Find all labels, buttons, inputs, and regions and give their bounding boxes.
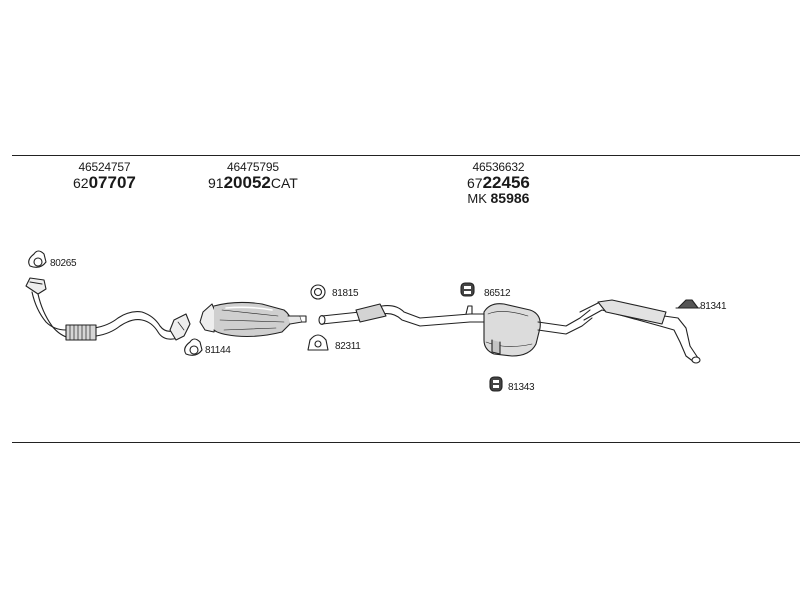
hanger-tail-icon (675, 299, 701, 309)
catalyst-code-suffix: CAT (270, 174, 298, 191)
catalyst-part (199, 301, 307, 338)
mid-rear-part (318, 299, 701, 364)
hanger-mid-icon (460, 282, 475, 297)
label-hanger-tail: 81341 (700, 301, 727, 312)
gasket-front-icon (28, 250, 47, 268)
label-hanger-mid: 86512 (484, 288, 511, 299)
catalyst-oe-number: 46475795 (227, 160, 279, 174)
front-pipe-code-main: 07707 (88, 172, 136, 192)
bottom-rule (12, 442, 800, 443)
catalyst-code: 9120052CAT (208, 172, 298, 192)
top-rule (12, 155, 800, 156)
label-gasket-cat: 81144 (205, 345, 231, 356)
catalyst-part-group: 46475795 9120052CAT (208, 161, 298, 191)
rear-system-code-main: 22456 (482, 172, 530, 192)
label-hanger-rear-low: 81343 (508, 382, 535, 393)
rear-system-mk: MK 85986 (467, 191, 530, 206)
label-clamp-mid: 82311 (335, 341, 361, 352)
gasket-cat-icon (184, 338, 203, 356)
rear-system-code: 6722456 (467, 172, 530, 192)
hanger-rear-low-icon (489, 376, 503, 392)
ring-mid-icon (310, 284, 326, 300)
rear-system-mk-number: 85986 (490, 190, 530, 207)
front-pipe-part-group: 46524757 6207707 (73, 161, 136, 191)
catalyst-code-main: 20052 (223, 172, 271, 192)
front-pipe-code-prefix: 62 (73, 174, 89, 191)
label-ring-mid: 81815 (332, 288, 359, 299)
rear-system-oe-number: 46536632 (472, 160, 525, 174)
front-pipe-oe-number: 46524757 (78, 160, 131, 174)
clamp-mid-icon (307, 334, 329, 351)
front-pipe-part (25, 277, 191, 341)
rear-system-code-prefix: 67 (467, 174, 483, 191)
rear-system-part-group: 46536632 6722456 MK 85986 (467, 161, 530, 206)
catalyst-code-prefix: 91 (208, 174, 224, 191)
front-pipe-code: 6207707 (73, 172, 136, 192)
rear-system-mk-prefix: MK (467, 191, 487, 207)
label-gasket-front: 80265 (50, 258, 77, 269)
